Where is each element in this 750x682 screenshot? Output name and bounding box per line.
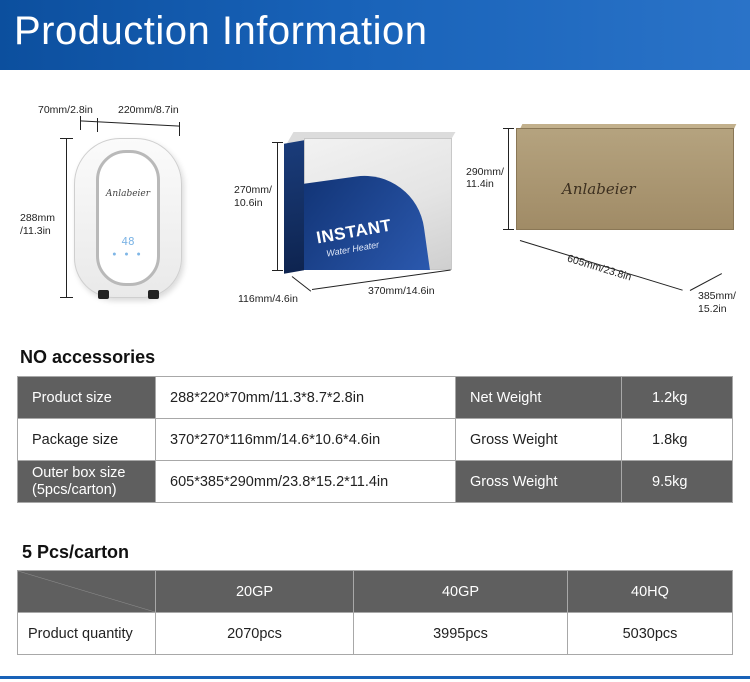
specs-table: Product size 288*220*70mm/11.3*8.7*2.8in… xyxy=(17,376,733,503)
package-height-tick-bottom xyxy=(272,270,283,271)
carton-height-tick-bottom xyxy=(503,229,514,230)
heater-touch-buttons-icon: ● ● ● xyxy=(112,251,144,258)
spec-label: Package size xyxy=(17,418,156,461)
heater-depth-label: 70mm/2.8in xyxy=(38,104,93,116)
spec-label: Outer box size (5pcs/carton) xyxy=(17,460,156,503)
table-row: Product size 288*220*70mm/11.3*8.7*2.8in… xyxy=(17,376,733,419)
package-height-line xyxy=(277,142,278,270)
carton-length-label: 605mm/23.8in xyxy=(565,252,633,284)
carton-header-cell: 20GP xyxy=(155,570,354,613)
spec-weight-label: Net Weight xyxy=(455,376,622,419)
heater-height-tick-bottom xyxy=(60,297,73,298)
carton-height-label-mm: 290mm/ xyxy=(466,166,504,178)
table-row: 20GP 40GP 40HQ xyxy=(17,570,733,613)
heater-right-foot xyxy=(148,290,159,299)
footer-divider xyxy=(0,676,750,679)
package-depth-label: 116mm/4.6in xyxy=(238,293,298,305)
water-heater-image: Anlabeier 48 ● ● ● xyxy=(74,138,182,298)
table-row: Package size 370*270*116mm/14.6*10.6*4.6… xyxy=(17,418,733,461)
carton-header-cell: 40GP xyxy=(353,570,568,613)
package-box-image: INSTANT Water Heater xyxy=(304,138,452,270)
heater-height-label-mm: 288mm xyxy=(20,212,56,224)
heater-width-tick-right xyxy=(179,122,180,136)
spec-value: 605*385*290mm/23.8*15.2*11.4in xyxy=(155,460,456,503)
package-depth-line xyxy=(291,276,312,292)
heater-height-tick-top xyxy=(60,138,73,139)
carton-header-cell: 40HQ xyxy=(567,570,733,613)
heater-height-line xyxy=(66,138,67,298)
carton-width-line xyxy=(689,273,723,291)
package-height-label-mm: 270mm/ xyxy=(234,184,272,196)
spec-weight-label: Gross Weight xyxy=(455,460,622,503)
package-height-tick-top xyxy=(272,142,283,143)
specs-section-title: NO accessories xyxy=(20,347,156,367)
heater-width-line xyxy=(80,120,180,127)
carton-height-line xyxy=(508,128,509,230)
spec-weight-value: 9.5kg xyxy=(621,460,733,503)
table-row: Outer box size (5pcs/carton) 605*385*290… xyxy=(17,460,733,503)
package-height-label-in: 10.6in xyxy=(234,197,263,209)
heater-width-label: 220mm/8.7in xyxy=(118,104,179,116)
carton-brand-logo: Anlabeier xyxy=(562,180,636,198)
spec-value: 370*270*116mm/14.6*10.6*4.6in xyxy=(155,418,456,461)
carton-section-title: 5 Pcs/carton xyxy=(22,542,130,562)
carton-height-tick-top xyxy=(503,128,514,129)
heater-temperature-display: 48 xyxy=(121,235,135,248)
carton-height-label-in: 11.4in xyxy=(466,178,494,190)
spec-weight-label: Gross Weight xyxy=(455,418,622,461)
carton-width-label-in: 15.2in xyxy=(698,303,727,315)
page-title: Production Information xyxy=(14,9,428,53)
carton-value-cell: 2070pcs xyxy=(155,612,354,655)
spec-weight-value: 1.8kg xyxy=(621,418,733,461)
spec-value: 288*220*70mm/11.3*8.7*2.8in xyxy=(155,376,456,419)
package-length-label: 370mm/14.6in xyxy=(368,285,435,297)
heater-front-panel: Anlabeier 48 ● ● ● xyxy=(96,150,160,286)
table-row: Product quantity 2070pcs 3995pcs 5030pcs xyxy=(17,612,733,655)
table-corner-cell xyxy=(17,570,156,613)
heater-brand-logo: Anlabeier xyxy=(105,189,151,199)
package-box-side xyxy=(284,140,304,274)
carton-box-image: Anlabeier xyxy=(516,128,734,230)
heater-width-tick-mid xyxy=(97,118,98,132)
header-banner: Production Information xyxy=(0,0,750,70)
carton-value-cell: 5030pcs xyxy=(567,612,733,655)
carton-row-label: Product quantity xyxy=(17,612,156,655)
carton-value-cell: 3995pcs xyxy=(353,612,568,655)
spec-weight-value: 1.2kg xyxy=(621,376,733,419)
heater-left-foot xyxy=(98,290,109,299)
spec-label: Product size xyxy=(17,376,156,419)
carton-width-label-mm: 385mm/ xyxy=(698,290,736,302)
heater-width-tick-left xyxy=(80,116,81,130)
heater-height-label-in: /11.3in xyxy=(20,225,51,237)
carton-table: 20GP 40GP 40HQ Product quantity 2070pcs … xyxy=(17,570,733,655)
